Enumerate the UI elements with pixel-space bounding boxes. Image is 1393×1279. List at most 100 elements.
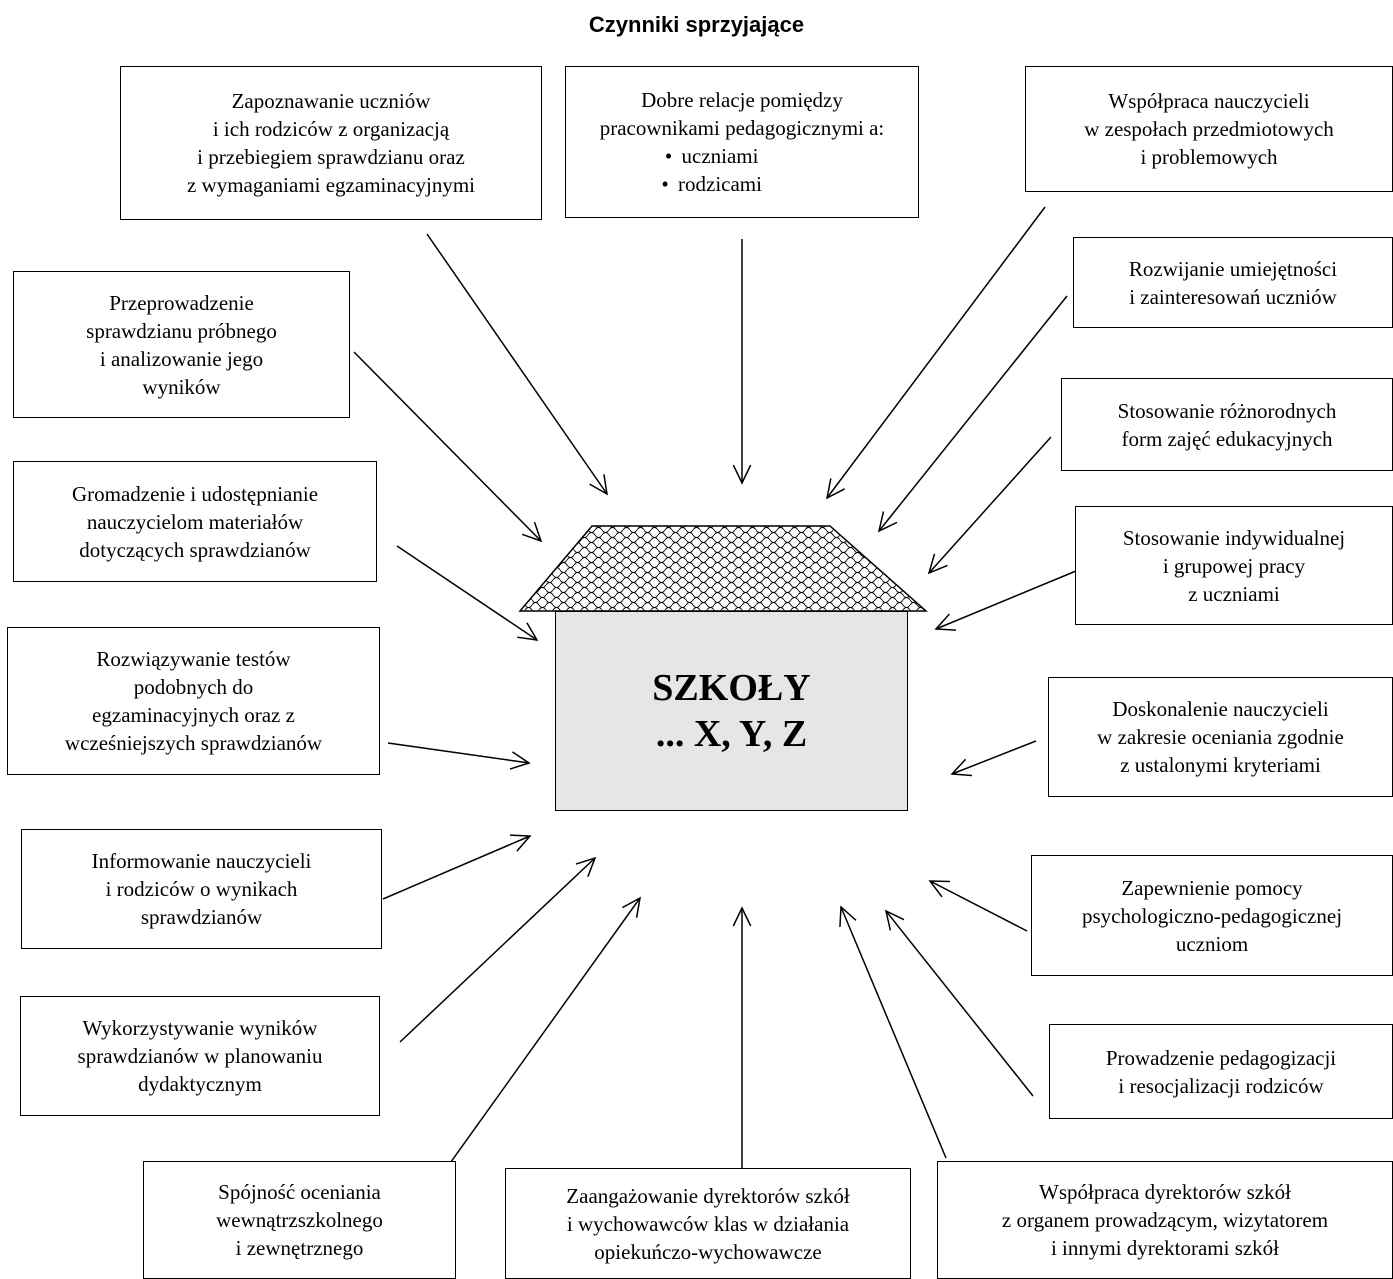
box-text-line: wcześniejszych sprawdzianów: [64, 731, 323, 755]
arrow-group: [353, 206, 1077, 1176]
box-text-line: w zakresie oceniania zgodnie: [1097, 725, 1344, 749]
box-rozwiazywanie-testow: Rozwiązywanie testów podobnych do egzamina…: [7, 627, 380, 775]
arrow-head: [877, 511, 898, 533]
bullet-item: uczniami: [652, 142, 762, 170]
bullet-list: uczniamirodzicami: [652, 142, 762, 198]
arrow-head: [517, 622, 539, 641]
arrow-head: [839, 905, 857, 928]
box-praca-indywidualna: Stosowanie indywidualnej i grupowej pracy…: [1075, 506, 1393, 625]
connector-arrow: [840, 906, 947, 1159]
connector-arrow: [885, 910, 1034, 1097]
box-pomoc-psychologiczna: Zapewnienie pomocy psychologiczno-pedagog…: [1031, 855, 1393, 976]
box-wspolpraca-dyrektorow: Współpraca dyrektorów szkół z organem pro…: [937, 1161, 1393, 1279]
box-text-line: i resocjalizacji rodziców: [1118, 1073, 1324, 1098]
connector-arrow: [396, 545, 538, 641]
box-text-line: sprawdzianów: [140, 905, 263, 929]
box-text-line: i analizowanie jego: [99, 346, 264, 371]
box-text-line: Spójność oceniania: [218, 1180, 381, 1204]
box-text-line: uczniom: [1175, 931, 1249, 956]
arrow-head: [884, 909, 905, 931]
box-rozne-formy-zajec: Stosowanie różnorodnych form zajęć edukac…: [1061, 378, 1393, 471]
box-text-line: i zewnętrznego: [235, 1236, 364, 1260]
box-zapoznawanie-uczniow: Zapoznawanie uczniów i ich rodziców z org…: [120, 66, 542, 220]
box-text-line: sprawdzianu próbnego: [86, 318, 277, 343]
box-text-line: form zajęć edukacyjnych: [1121, 426, 1333, 451]
box-text-line: egzaminacyjnych oraz z: [92, 703, 295, 727]
box-text-line: i rodziców o wynikach: [105, 877, 298, 901]
page-title: Czynniki sprzyjające: [588, 12, 805, 37]
box-text-line: sprawdzianów w planowaniu: [77, 1044, 323, 1068]
box-sprawdzian-probny: Przeprowadzenie sprawdzianu próbnego i ana…: [13, 271, 350, 418]
connector-arrow: [928, 436, 1052, 574]
box-text-line: wyników: [142, 374, 221, 399]
box-text-line: Rozwijanie umiejętności: [1128, 256, 1338, 281]
box-text-line: dotyczących sprawdzianów: [79, 537, 311, 562]
box-dobre-relacje: Dobre relacje pomiędzy pracownikami pedag…: [565, 66, 919, 218]
connector-arrow: [353, 351, 542, 542]
box-text-line: Współpraca nauczycieli: [1108, 89, 1310, 113]
arrow-head: [732, 906, 752, 927]
arrow-head: [934, 613, 957, 631]
arrow-head: [732, 464, 752, 485]
connector-arrow: [951, 740, 1037, 775]
box-text-line: Dobre relacje pomiędzy: [641, 88, 843, 112]
box-text-line: z uczniami: [1188, 581, 1280, 606]
arrow-head: [927, 553, 948, 575]
box-text-line: opiekuńczo-wychowawcze: [594, 1239, 822, 1264]
box-wspolpraca-nauczycieli: Współpraca nauczycieli w zespołach przedm…: [1025, 66, 1393, 192]
box-text-line: Przeprowadzenie: [109, 290, 254, 315]
arrow-head: [928, 880, 951, 898]
connector-arrow: [399, 857, 596, 1043]
center-title-line2: ... X, Y, Z: [655, 713, 808, 755]
arrow-head: [950, 758, 972, 777]
box-text-line: dydaktycznym: [138, 1072, 262, 1096]
box-text-line: nauczycielom materiałów: [86, 509, 304, 534]
arrow-head: [622, 896, 642, 918]
box-informowanie: Informowanie nauczycieli i rodziców o wyn…: [21, 829, 382, 949]
box-text-line: z ustalonymi kryteriami: [1120, 753, 1321, 777]
center-title-line1: SZKOŁY: [652, 667, 811, 709]
box-text-line: i zainteresowań uczniów: [1129, 284, 1337, 309]
box-text-line: pracownikami pedagogicznymi a:: [599, 116, 885, 140]
box-spojnosc-oceniania: Spójność oceniania wewnątrzszkolnego i zew…: [143, 1161, 456, 1279]
box-text-line: i problemowych: [1140, 145, 1278, 169]
box-text-line: Zapoznawanie uczniów: [231, 89, 431, 113]
arrow-head: [589, 474, 608, 496]
box-text-line: wewnątrzszkolnego: [216, 1208, 383, 1232]
connector-arrow: [878, 295, 1068, 532]
box-text-line: i innymi dyrektorami szkół: [1050, 1236, 1280, 1260]
box-text-line: Zapewnienie pomocy: [1121, 875, 1303, 900]
box-text-line: Rozwiązywanie testów: [96, 647, 291, 671]
connector-arrow: [426, 233, 608, 495]
house-roof: [518, 525, 928, 612]
arrow-head: [825, 478, 846, 500]
box-text-line: z wymaganiami egzaminacyjnymi: [186, 173, 476, 197]
box-text-line: Stosowanie różnorodnych: [1117, 398, 1337, 423]
box-text-line: i ich rodziców z organizacją: [212, 117, 450, 141]
box-text-line: z organem prowadzącym, wizytatorem: [1001, 1208, 1329, 1232]
box-text-line: i wychowawców klas w działania: [566, 1211, 850, 1236]
box-text-line: podobnych do: [133, 675, 254, 699]
arrow-head: [509, 751, 531, 770]
arrow-head: [521, 521, 543, 543]
box-wykorzystywanie-wynikow: Wykorzystywanie wyników sprawdzianów w pl…: [20, 996, 380, 1116]
box-text-line: Stosowanie indywidualnej: [1122, 525, 1346, 550]
house-wall: SZKOŁY ... X, Y, Z: [555, 611, 908, 811]
box-text-line: w zespołach przedmiotowych: [1084, 117, 1334, 141]
box-text-line: Współpraca dyrektorów szkół: [1039, 1180, 1291, 1204]
box-text-line: psychologiczno-pedagogicznej: [1081, 903, 1343, 928]
box-text-line: Wykorzystywanie wyników: [82, 1016, 318, 1040]
box-text-line: Informowanie nauczycieli: [91, 849, 312, 873]
connector-arrow: [382, 835, 531, 900]
connector-arrow: [447, 897, 641, 1167]
box-text-line: i przebiegiem sprawdzianu oraz: [197, 145, 465, 169]
box-rozwijanie-umiejetnosci: Rozwijanie umiejętności i zainteresowań u…: [1073, 237, 1393, 328]
box-text-line: i grupowej pracy: [1162, 553, 1306, 578]
arrow-head: [575, 856, 597, 877]
bullet-item: rodzicami: [652, 170, 762, 198]
